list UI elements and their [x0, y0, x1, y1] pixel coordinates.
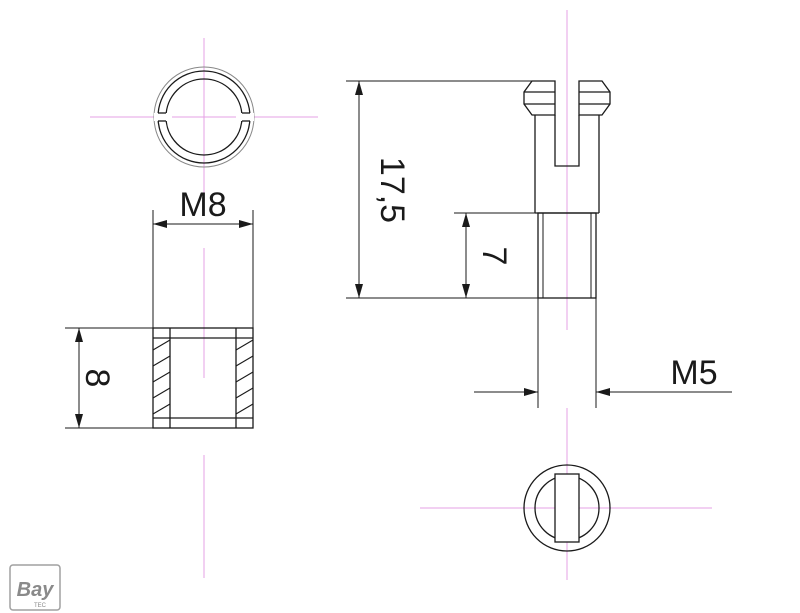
- sleeve-top-view: [153, 66, 255, 168]
- pin-thread-body: [537, 212, 597, 299]
- logo-sub-text: TEC: [34, 603, 47, 609]
- logo-frame: [9, 564, 61, 611]
- pin-head-left: [523, 80, 556, 116]
- pin-diameter-label: M5: [670, 354, 717, 392]
- centerlines: [90, 10, 712, 580]
- pin-end-outer: [523, 464, 611, 552]
- sleeve-split-gap-right: [236, 113, 254, 121]
- pin-end-view: [523, 464, 611, 552]
- pin-thread-length-label: 7: [475, 247, 513, 266]
- pin-dimensions: [346, 80, 732, 408]
- sleeve-side-view: [152, 327, 254, 429]
- pin-head-right: [578, 80, 611, 116]
- sleeve-diameter-label: M8: [179, 186, 226, 224]
- pin-side-view: [523, 80, 611, 299]
- baytec-logo: Bay TEC: [9, 564, 61, 611]
- pin-end-slot: [554, 473, 580, 543]
- sleeve-hatch-left: [152, 339, 171, 415]
- sleeve-height-label: 8: [78, 369, 116, 388]
- sleeve-split-gap: [154, 113, 172, 121]
- sleeve-body: [152, 327, 254, 429]
- sleeve-dimensions: [65, 210, 254, 429]
- sleeve-hatch-right: [235, 339, 254, 415]
- pin-total-length-label: 17,5: [373, 157, 411, 223]
- logo-main-text: Bay: [17, 579, 55, 601]
- pin-slot: [554, 115, 580, 167]
